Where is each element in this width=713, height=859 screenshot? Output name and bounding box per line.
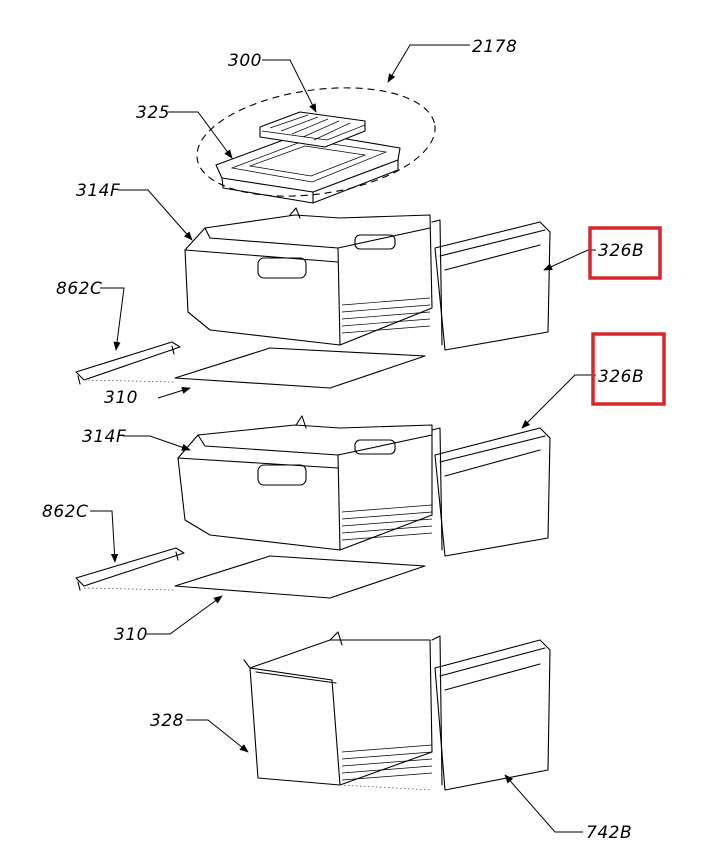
middle-shelf (83, 555, 426, 599)
label-742b: 742B (586, 823, 632, 843)
highlight-box-326b-second (591, 332, 666, 406)
label-328: 328 (150, 711, 184, 731)
upper-shelf (83, 347, 426, 389)
bottom-drawer-front (339, 635, 551, 791)
label-300: 300 (228, 51, 262, 71)
label-2178: 2178 (472, 37, 517, 57)
icemaker-group-outline (196, 87, 436, 197)
icemaker-group (196, 87, 436, 204)
label-326b-first: 326B (598, 241, 644, 261)
leader-lines (90, 44, 596, 833)
highlight-box-326b-first (588, 226, 662, 280)
label-862c-middle: 862C (42, 502, 88, 522)
label-314f-upper: 314F (76, 181, 120, 201)
label-314f-middle: 314F (82, 427, 126, 447)
label-310-middle: 310 (114, 625, 148, 645)
upper-drawer (184, 207, 433, 346)
ice-tray (259, 111, 366, 148)
middle-cover (75, 547, 185, 591)
label-862c-upper: 862C (56, 279, 102, 299)
bottom-drawer (243, 631, 433, 786)
middle-drawer-handle-icon (257, 464, 307, 486)
middle-drawer (177, 415, 433, 551)
label-310-upper: 310 (104, 388, 138, 408)
label-325: 325 (136, 103, 170, 123)
label-326b-second: 326B (598, 367, 644, 387)
part-labels: 2178 300 325 314F 862C 310 326B 326B 314… (42, 37, 644, 843)
upper-drawer-handle-icon (257, 257, 307, 279)
middle-drawer-front (431, 427, 551, 557)
upper-drawer-front (431, 219, 551, 351)
upper-cover (75, 341, 181, 385)
